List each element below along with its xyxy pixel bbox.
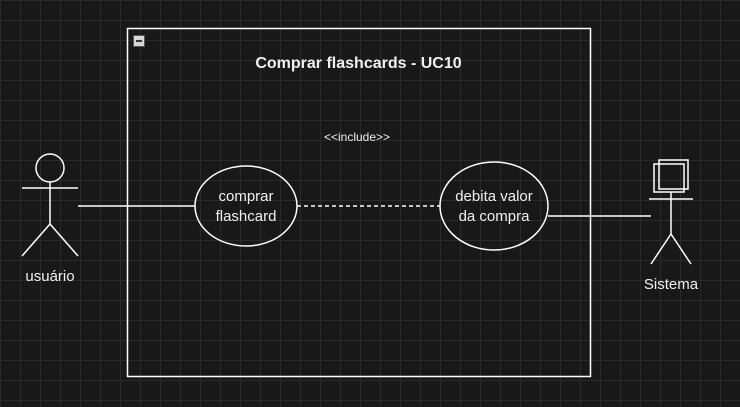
actor-user-label: usuário [25,268,75,285]
include-stereotype-label: <<include>> [323,130,391,144]
use-case-comprar-label: comprar flashcard [196,187,296,227]
use-case-debita-line-1: debita valor [455,188,533,205]
actor-system-right-leg [670,233,692,265]
use-case-comprar-line-1: comprar [218,188,274,205]
actor-user-left-leg [21,223,51,257]
use-case-debita-label: debita valor da compra [440,187,548,227]
actor-user-head [35,153,65,183]
system-boundary[interactable] [126,27,592,378]
diagram-title: Comprar flashcards - UC10 [255,55,462,72]
use-case-debita-line-2: da compra [458,208,530,225]
actor-user-right-leg [49,223,79,257]
actor-system[interactable] [649,159,693,265]
actor-user[interactable] [21,153,79,257]
actor-system-head [653,163,685,193]
actor-system-label: Sistema [643,276,699,293]
use-case-comprar-line-2: flashcard [215,208,277,225]
collapse-button[interactable] [133,35,145,47]
actor-system-left-leg [650,233,672,265]
actor-system-head-back [658,159,689,190]
